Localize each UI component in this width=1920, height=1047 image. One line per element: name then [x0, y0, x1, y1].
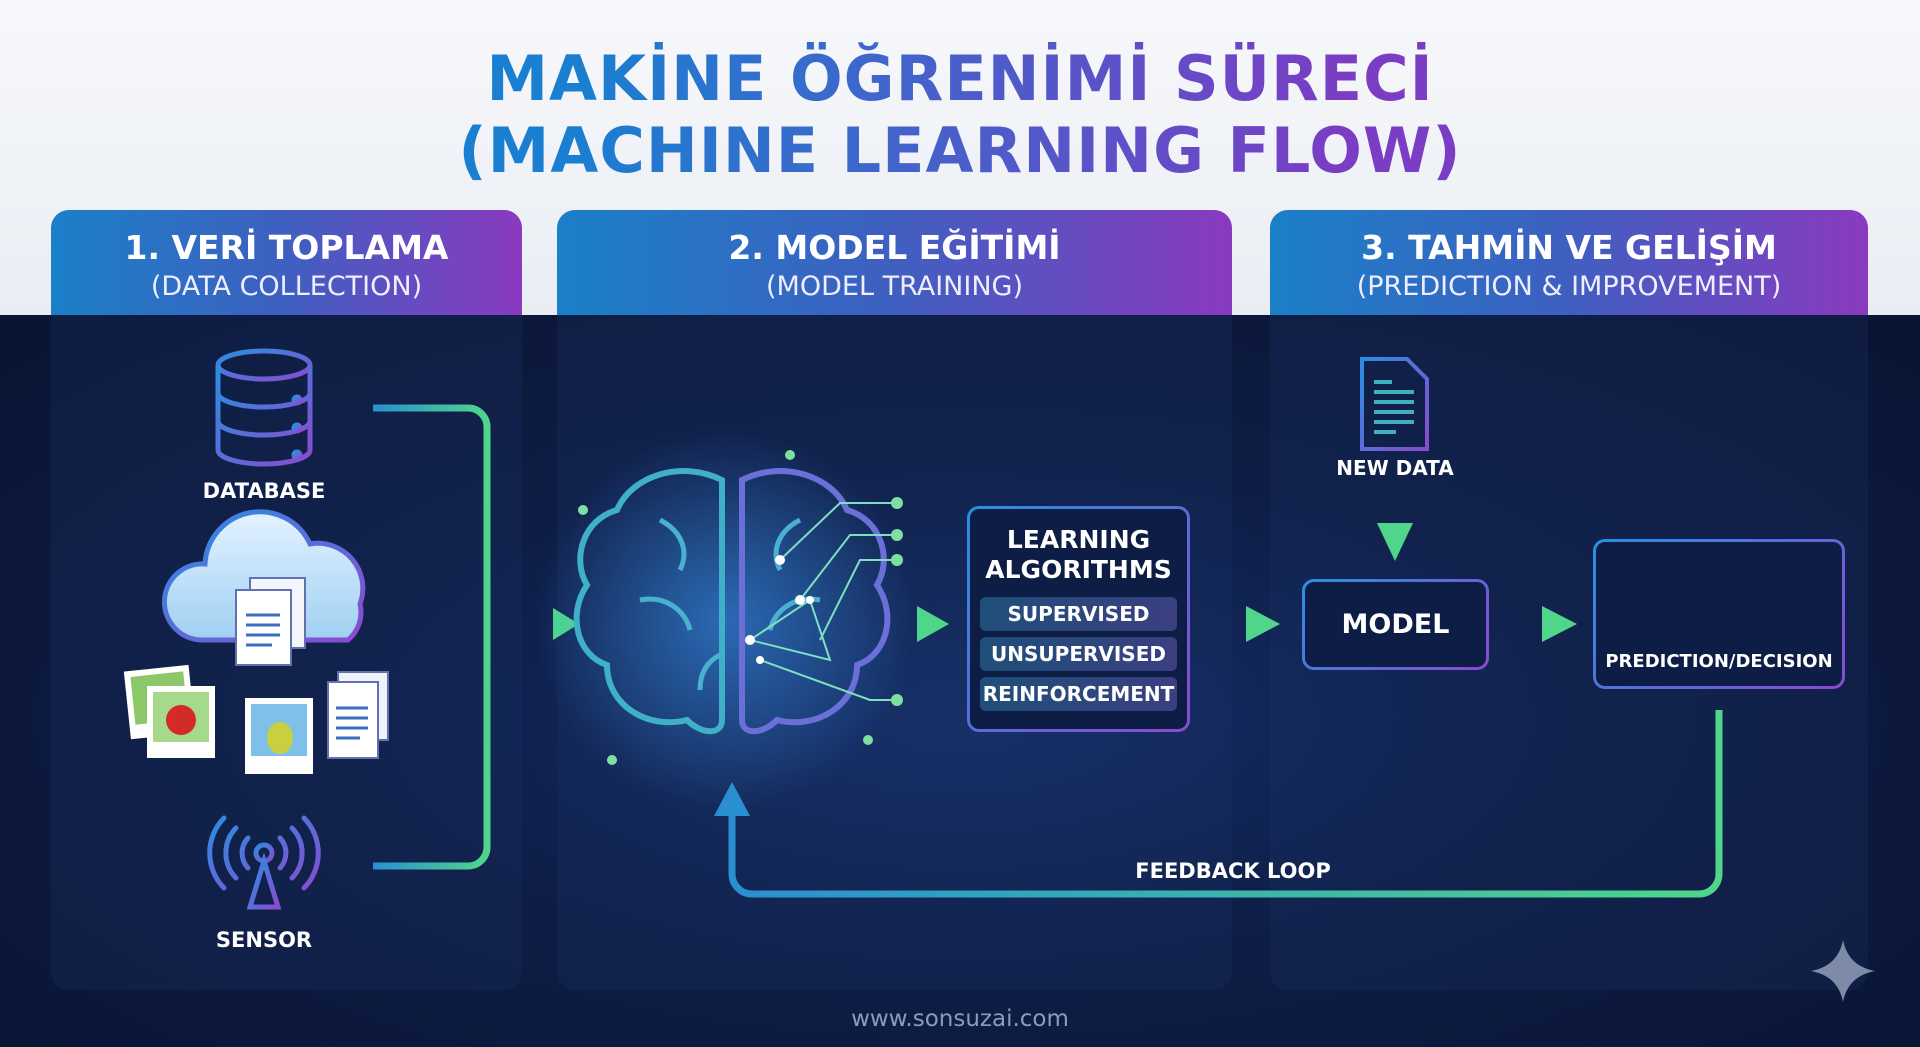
database-icon: [215, 348, 313, 467]
panel-subtitle: (DATA COLLECTION): [150, 271, 423, 302]
brain-icon: [535, 430, 915, 810]
feedback-arrow-head: [714, 782, 750, 816]
sparkle-icon: [1811, 940, 1875, 1002]
title-english: (MACHINE LEARNING FLOW): [0, 114, 1920, 187]
algorithm-reinforcement: REINFORCEMENT: [980, 677, 1177, 711]
database-label: DATABASE: [202, 479, 326, 503]
algorithm-supervised: SUPERVISED: [980, 597, 1177, 631]
panel-subtitle: (MODEL TRAINING): [766, 271, 1023, 302]
sensor-icon: [207, 815, 321, 913]
feedback-loop-line: [728, 710, 1723, 898]
photos-icon: [123, 664, 389, 774]
panel-title: 1. VERİ TOPLAMA: [124, 228, 449, 267]
feedback-loop-label: FEEDBACK LOOP: [1135, 859, 1331, 883]
panel-title: 3. TAHMİN VE GELİŞİM: [1361, 228, 1777, 267]
panel-title: 2. MODEL EĞİTİMİ: [728, 228, 1061, 267]
algorithm-unsupervised: UNSUPERVISED: [980, 637, 1177, 671]
title-turkish: MAKİNE ÖĞRENİMİ SÜRECİ: [0, 42, 1920, 115]
cloud-documents-icon: [161, 509, 366, 666]
footer-url: www.sonsuzai.com: [851, 1006, 1069, 1032]
data-connector-lines: [373, 404, 557, 870]
algorithms-title: LEARNING ALGORITHMS: [985, 525, 1172, 584]
new-data-label: NEW DATA: [1336, 456, 1454, 480]
model-box: MODEL: [1302, 579, 1489, 670]
panel-subtitle: (PREDICTION & IMPROVEMENT): [1356, 271, 1782, 302]
learning-algorithms-box: LEARNING ALGORITHMS SUPERVISED UNSUPERVI…: [967, 506, 1190, 732]
new-data-document-icon: [1360, 357, 1429, 451]
model-label: MODEL: [1305, 582, 1486, 667]
prediction-decision-label: PREDICTION/DECISION: [1605, 651, 1833, 672]
prediction-decision-box: PREDICTION/DECISION: [1593, 539, 1845, 689]
sensor-label: SENSOR: [215, 928, 313, 952]
